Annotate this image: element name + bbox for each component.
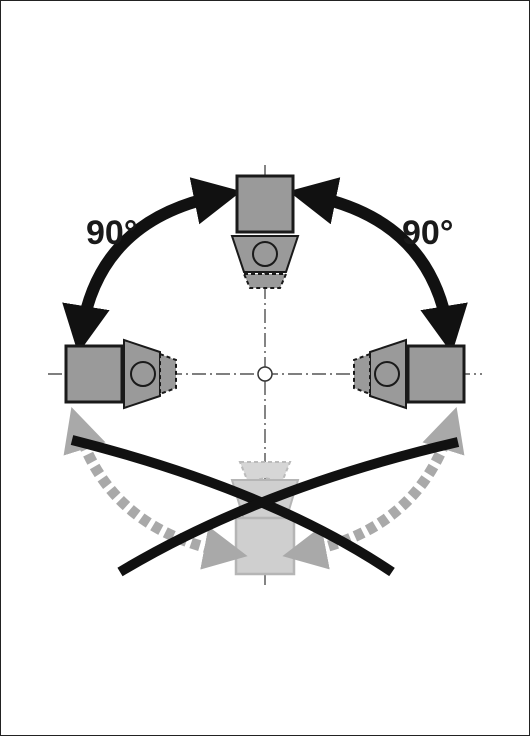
unit-left-box [64, 344, 124, 404]
x-stroke-1 [70, 435, 395, 577]
unit-top-box [235, 174, 295, 234]
gray-arrows [63, 407, 465, 570]
unit-right-nozzle [353, 352, 371, 396]
black-arrows [62, 177, 468, 354]
center-point [257, 366, 273, 382]
angle-label-left: 90° [86, 214, 137, 252]
gray-arrow-right [282, 407, 465, 570]
cross-out-x [70, 435, 460, 577]
gray-arrow-left [63, 407, 248, 570]
x-stroke-2 [117, 437, 460, 577]
black-arrow-right [288, 177, 468, 354]
unit-right [353, 338, 466, 410]
unit-top-nozzle [242, 273, 288, 289]
black-arrow-left [62, 177, 242, 354]
unit-left-nozzle [159, 352, 177, 396]
unit-top [230, 174, 300, 289]
angle-label-right: 90° [402, 214, 453, 252]
unit-left [64, 338, 177, 410]
unit-right-box [406, 344, 466, 404]
